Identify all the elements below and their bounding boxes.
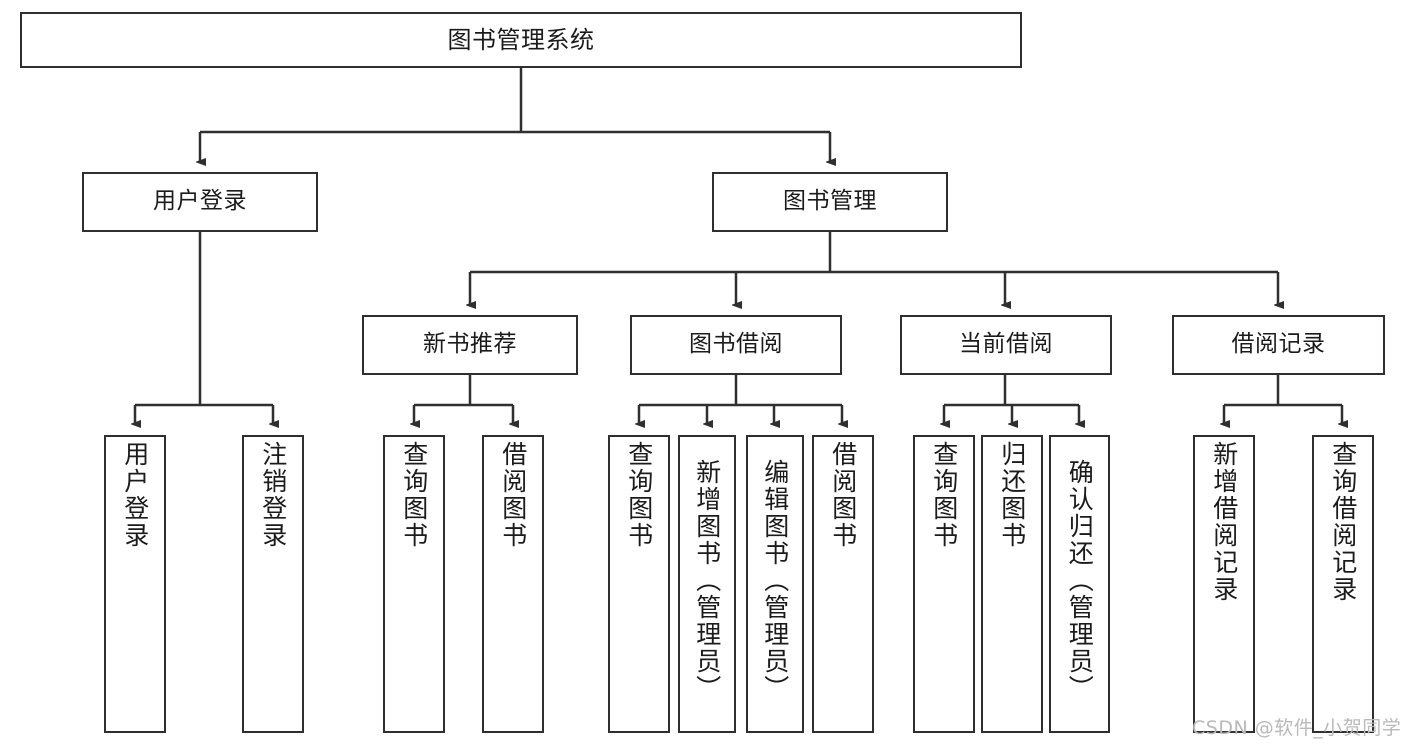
node-book-management[interactable]: 图书管理 [712, 172, 948, 232]
leaf-edit-book-admin[interactable]: 编辑图书（管理员） [746, 435, 804, 733]
node-label: 用户登录 [153, 188, 247, 215]
node-label: 归还图书 [997, 441, 1027, 549]
node-label: 新增借阅记录 [1209, 441, 1239, 603]
leaf-query-book-borrow[interactable]: 查询图书 [608, 435, 670, 733]
leaf-logout[interactable]: 注销登录 [242, 435, 304, 733]
node-label: 当前借阅 [959, 331, 1053, 358]
leaf-user-login[interactable]: 用户登录 [104, 435, 166, 733]
node-label: 查询图书 [399, 441, 429, 549]
leaf-return-book[interactable]: 归还图书 [981, 435, 1043, 733]
node-label: 注销登录 [258, 441, 288, 549]
leaf-query-book-current[interactable]: 查询图书 [913, 435, 975, 733]
leaf-query-book-new[interactable]: 查询图书 [383, 435, 445, 733]
node-borrow-record[interactable]: 借阅记录 [1172, 315, 1385, 375]
leaf-query-borrow-record[interactable]: 查询借阅记录 [1312, 435, 1374, 733]
node-label: 查询借阅记录 [1328, 441, 1358, 603]
node-label: 图书借阅 [689, 331, 783, 358]
node-label: 编辑图书（管理员） [760, 459, 790, 702]
leaf-add-borrow-record[interactable]: 新增借阅记录 [1193, 435, 1255, 733]
csdn-watermark: CSDN @软件_小贺同学 [1192, 717, 1402, 739]
node-label: 新增图书（管理员） [692, 459, 722, 702]
leaf-confirm-return-admin[interactable]: 确认归还（管理员） [1049, 435, 1110, 733]
leaf-add-book-admin[interactable]: 新增图书（管理员） [678, 435, 736, 733]
node-label: 查询图书 [624, 441, 654, 549]
node-label: 借阅记录 [1231, 331, 1326, 358]
node-label: 借阅图书 [828, 441, 858, 549]
node-label: 查询图书 [929, 441, 959, 549]
node-label: 确认归还（管理员） [1065, 459, 1095, 702]
node-new-book-recommend[interactable]: 新书推荐 [362, 315, 578, 375]
leaf-borrow-book[interactable]: 借阅图书 [812, 435, 874, 733]
leaf-borrow-book-new[interactable]: 借阅图书 [482, 435, 544, 733]
node-label: 图书管理 [783, 188, 877, 215]
node-book-borrow[interactable]: 图书借阅 [630, 315, 842, 375]
node-current-borrow[interactable]: 当前借阅 [900, 315, 1112, 375]
node-root-system[interactable]: 图书管理系统 [20, 12, 1022, 68]
node-user-login[interactable]: 用户登录 [82, 172, 318, 232]
node-label: 借阅图书 [498, 441, 528, 549]
node-label: 图书管理系统 [447, 25, 595, 54]
node-label: 新书推荐 [423, 331, 517, 358]
node-label: 用户登录 [120, 441, 150, 549]
